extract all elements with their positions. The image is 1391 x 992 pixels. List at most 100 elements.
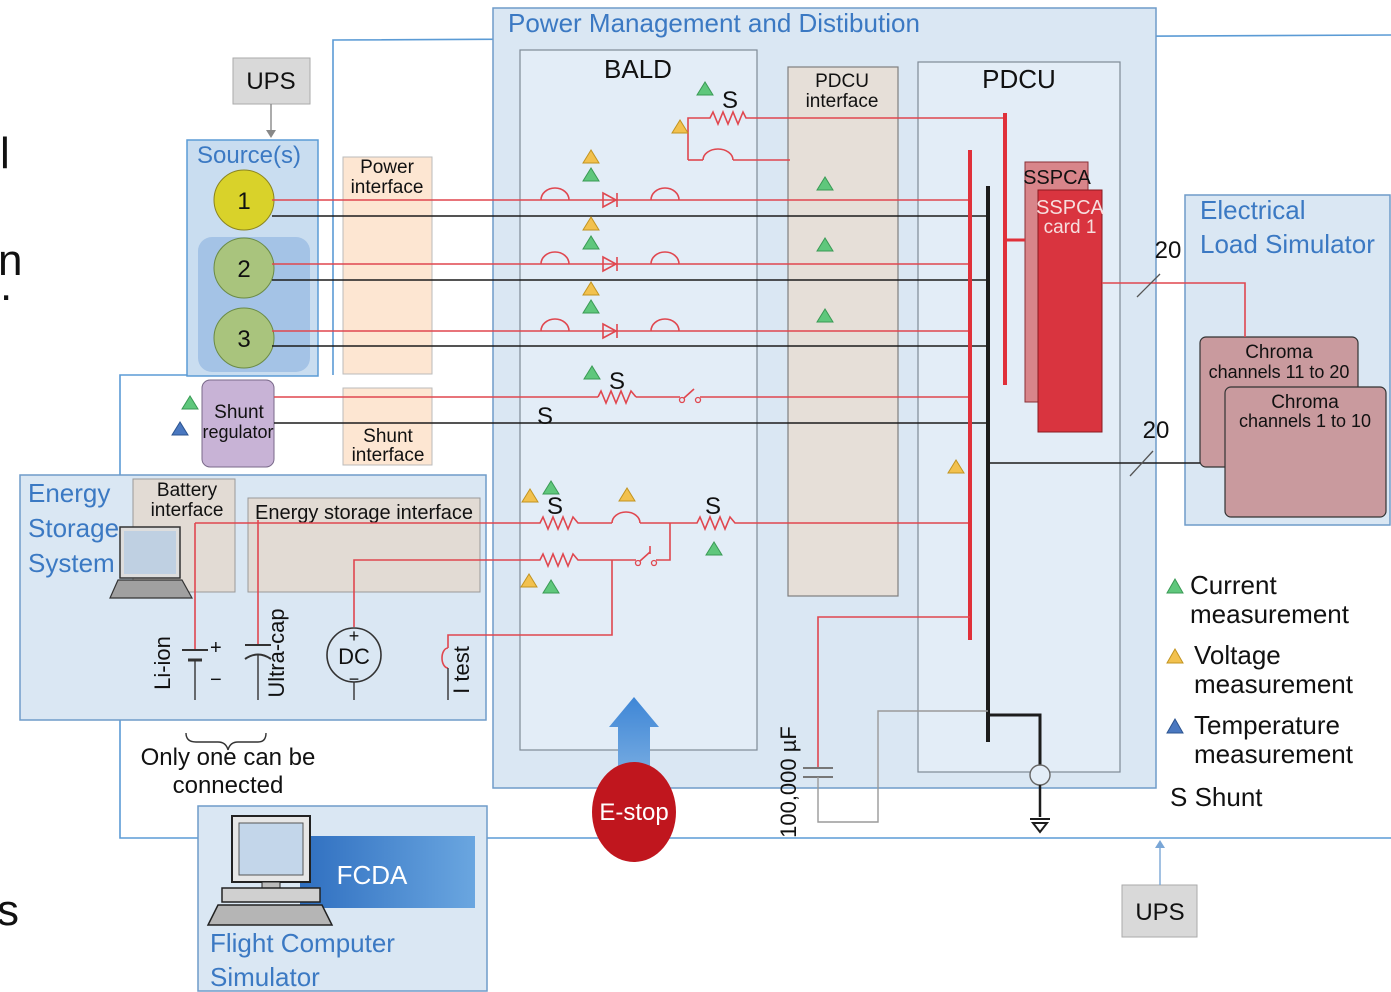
fuse-icon xyxy=(611,511,641,524)
fcda-bar xyxy=(300,836,475,908)
shunt-interface-label: interface xyxy=(352,445,425,466)
i-test-label: I test xyxy=(449,646,474,694)
bald-components xyxy=(195,109,1005,648)
energy-storage-interface-label: Energy storage interface xyxy=(255,502,473,524)
fuse-icon xyxy=(650,251,680,265)
power-management-title: Power Management and Distibution xyxy=(508,8,920,38)
connection-note: connected xyxy=(173,772,284,799)
sspca-card-label: SSPCA xyxy=(1036,197,1104,219)
energy-storage-title: Energy xyxy=(28,478,110,508)
measurement-markers xyxy=(171,81,965,594)
capacitor-label: 100,000 µF xyxy=(776,726,801,838)
channel-count: 20 xyxy=(1143,417,1170,444)
energy-storage-interface-box xyxy=(247,497,481,593)
channel-count: 20 xyxy=(1155,237,1182,264)
current-measurement-icon xyxy=(582,235,600,250)
shunt-marker: S xyxy=(537,403,553,430)
shunt-marker: S xyxy=(722,87,738,114)
current-measurement-icon xyxy=(816,237,834,252)
temperature-measurement-icon xyxy=(171,421,189,436)
bald-title: BALD xyxy=(604,54,672,84)
dc-minus: − xyxy=(349,669,360,689)
diode-icon xyxy=(602,191,618,209)
voltage-measurement-icon xyxy=(582,216,600,231)
power-interface-label: Power xyxy=(360,157,415,178)
energy-storage-components: + − Li-ion Ultra-cap + DC − I test xyxy=(150,520,474,700)
ultra-capacitor-icon xyxy=(244,644,272,700)
fuse-icon xyxy=(702,148,734,161)
li-ion-label: Li-ion xyxy=(150,636,175,690)
legend-temperature: Temperature xyxy=(1194,710,1340,740)
shunt-resistor-icon xyxy=(640,514,970,532)
legend-temperature: measurement xyxy=(1194,739,1354,769)
laptop-icon xyxy=(109,526,194,599)
voltage-measurement-icon xyxy=(520,573,538,588)
source-2-icon xyxy=(213,237,275,299)
energy-storage-title: System xyxy=(28,548,115,578)
source-3-icon xyxy=(213,307,275,369)
voltage-measurement-icon xyxy=(618,487,636,502)
red-wire xyxy=(1102,282,1246,337)
arrow-up-icon xyxy=(609,697,659,785)
ups-label: UPS xyxy=(1135,899,1184,926)
flight-computer-title: Simulator xyxy=(210,962,320,992)
sspca-card-label: card 1 xyxy=(1044,217,1097,238)
shunt-marker: S xyxy=(705,493,721,520)
ultra-cap-label: Ultra-cap xyxy=(264,608,289,697)
battery-plus: + xyxy=(210,637,222,659)
shunt-resistor-icon xyxy=(687,109,1005,160)
fuse-icon xyxy=(540,318,570,332)
shunt-interface-label: Shunt xyxy=(363,426,413,447)
current-measurement-icon xyxy=(705,541,723,556)
edge-fragment: l xyxy=(0,129,10,178)
red-wire xyxy=(817,616,970,767)
energy-storage-title: Storage xyxy=(28,513,119,543)
current-measurement-icon xyxy=(816,308,834,323)
voltage-measurement-icon xyxy=(582,149,600,164)
bus-slash xyxy=(1136,273,1161,298)
shunt-regulator-label: regulator xyxy=(202,422,273,442)
connection-note: Only one can be xyxy=(141,744,316,771)
current-measurement-icon xyxy=(1166,577,1184,594)
legend-voltage: Voltage xyxy=(1194,640,1281,670)
bus-capacitor: 100,000 µF xyxy=(776,616,988,838)
shunt-marker: S xyxy=(547,493,563,520)
current-measurement-icon xyxy=(542,480,560,495)
voltage-measurement-icon xyxy=(1166,647,1184,664)
load-wiring: 20 20 xyxy=(988,237,1246,477)
chroma-unit-lower xyxy=(1224,386,1387,518)
legend-current: measurement xyxy=(1190,599,1350,629)
dc-plus: + xyxy=(349,626,360,646)
resistor-icon xyxy=(353,551,636,627)
test-load-icon xyxy=(441,647,449,669)
voltage-measurement-icon xyxy=(521,488,539,503)
black-bus-link xyxy=(988,713,1042,765)
red-wire xyxy=(447,560,613,648)
pdcu-interface-label: interface xyxy=(806,91,879,112)
switch-icon xyxy=(678,388,702,404)
red-wire xyxy=(656,523,671,561)
source-number: 2 xyxy=(237,256,250,283)
voltage-measurement-icon xyxy=(671,119,689,134)
edge-fragment: . xyxy=(0,261,12,310)
power-interface-box xyxy=(342,156,433,375)
battery-interface-label: Battery xyxy=(157,480,218,501)
pdcu-title: PDCU xyxy=(982,64,1056,94)
fuse-icon xyxy=(650,187,680,201)
edge-fragment: s xyxy=(0,886,19,935)
sources-title: Source(s) xyxy=(197,142,301,169)
load-simulator-title: Load Simulator xyxy=(1200,229,1375,259)
current-measurement-icon xyxy=(583,365,601,380)
ground-icon xyxy=(1029,764,1051,834)
voltage-measurement-icon xyxy=(947,459,965,474)
fuse-icon xyxy=(650,318,680,332)
chroma-label: Chroma xyxy=(1271,392,1339,413)
shunt-marker: S xyxy=(609,368,625,395)
fcda-label: FCDA xyxy=(337,860,408,890)
shunt-interface-box xyxy=(342,387,433,466)
current-measurement-icon xyxy=(582,299,600,314)
estop-button xyxy=(592,762,676,862)
bald-box xyxy=(519,49,758,751)
dc-label: DC xyxy=(338,644,370,669)
